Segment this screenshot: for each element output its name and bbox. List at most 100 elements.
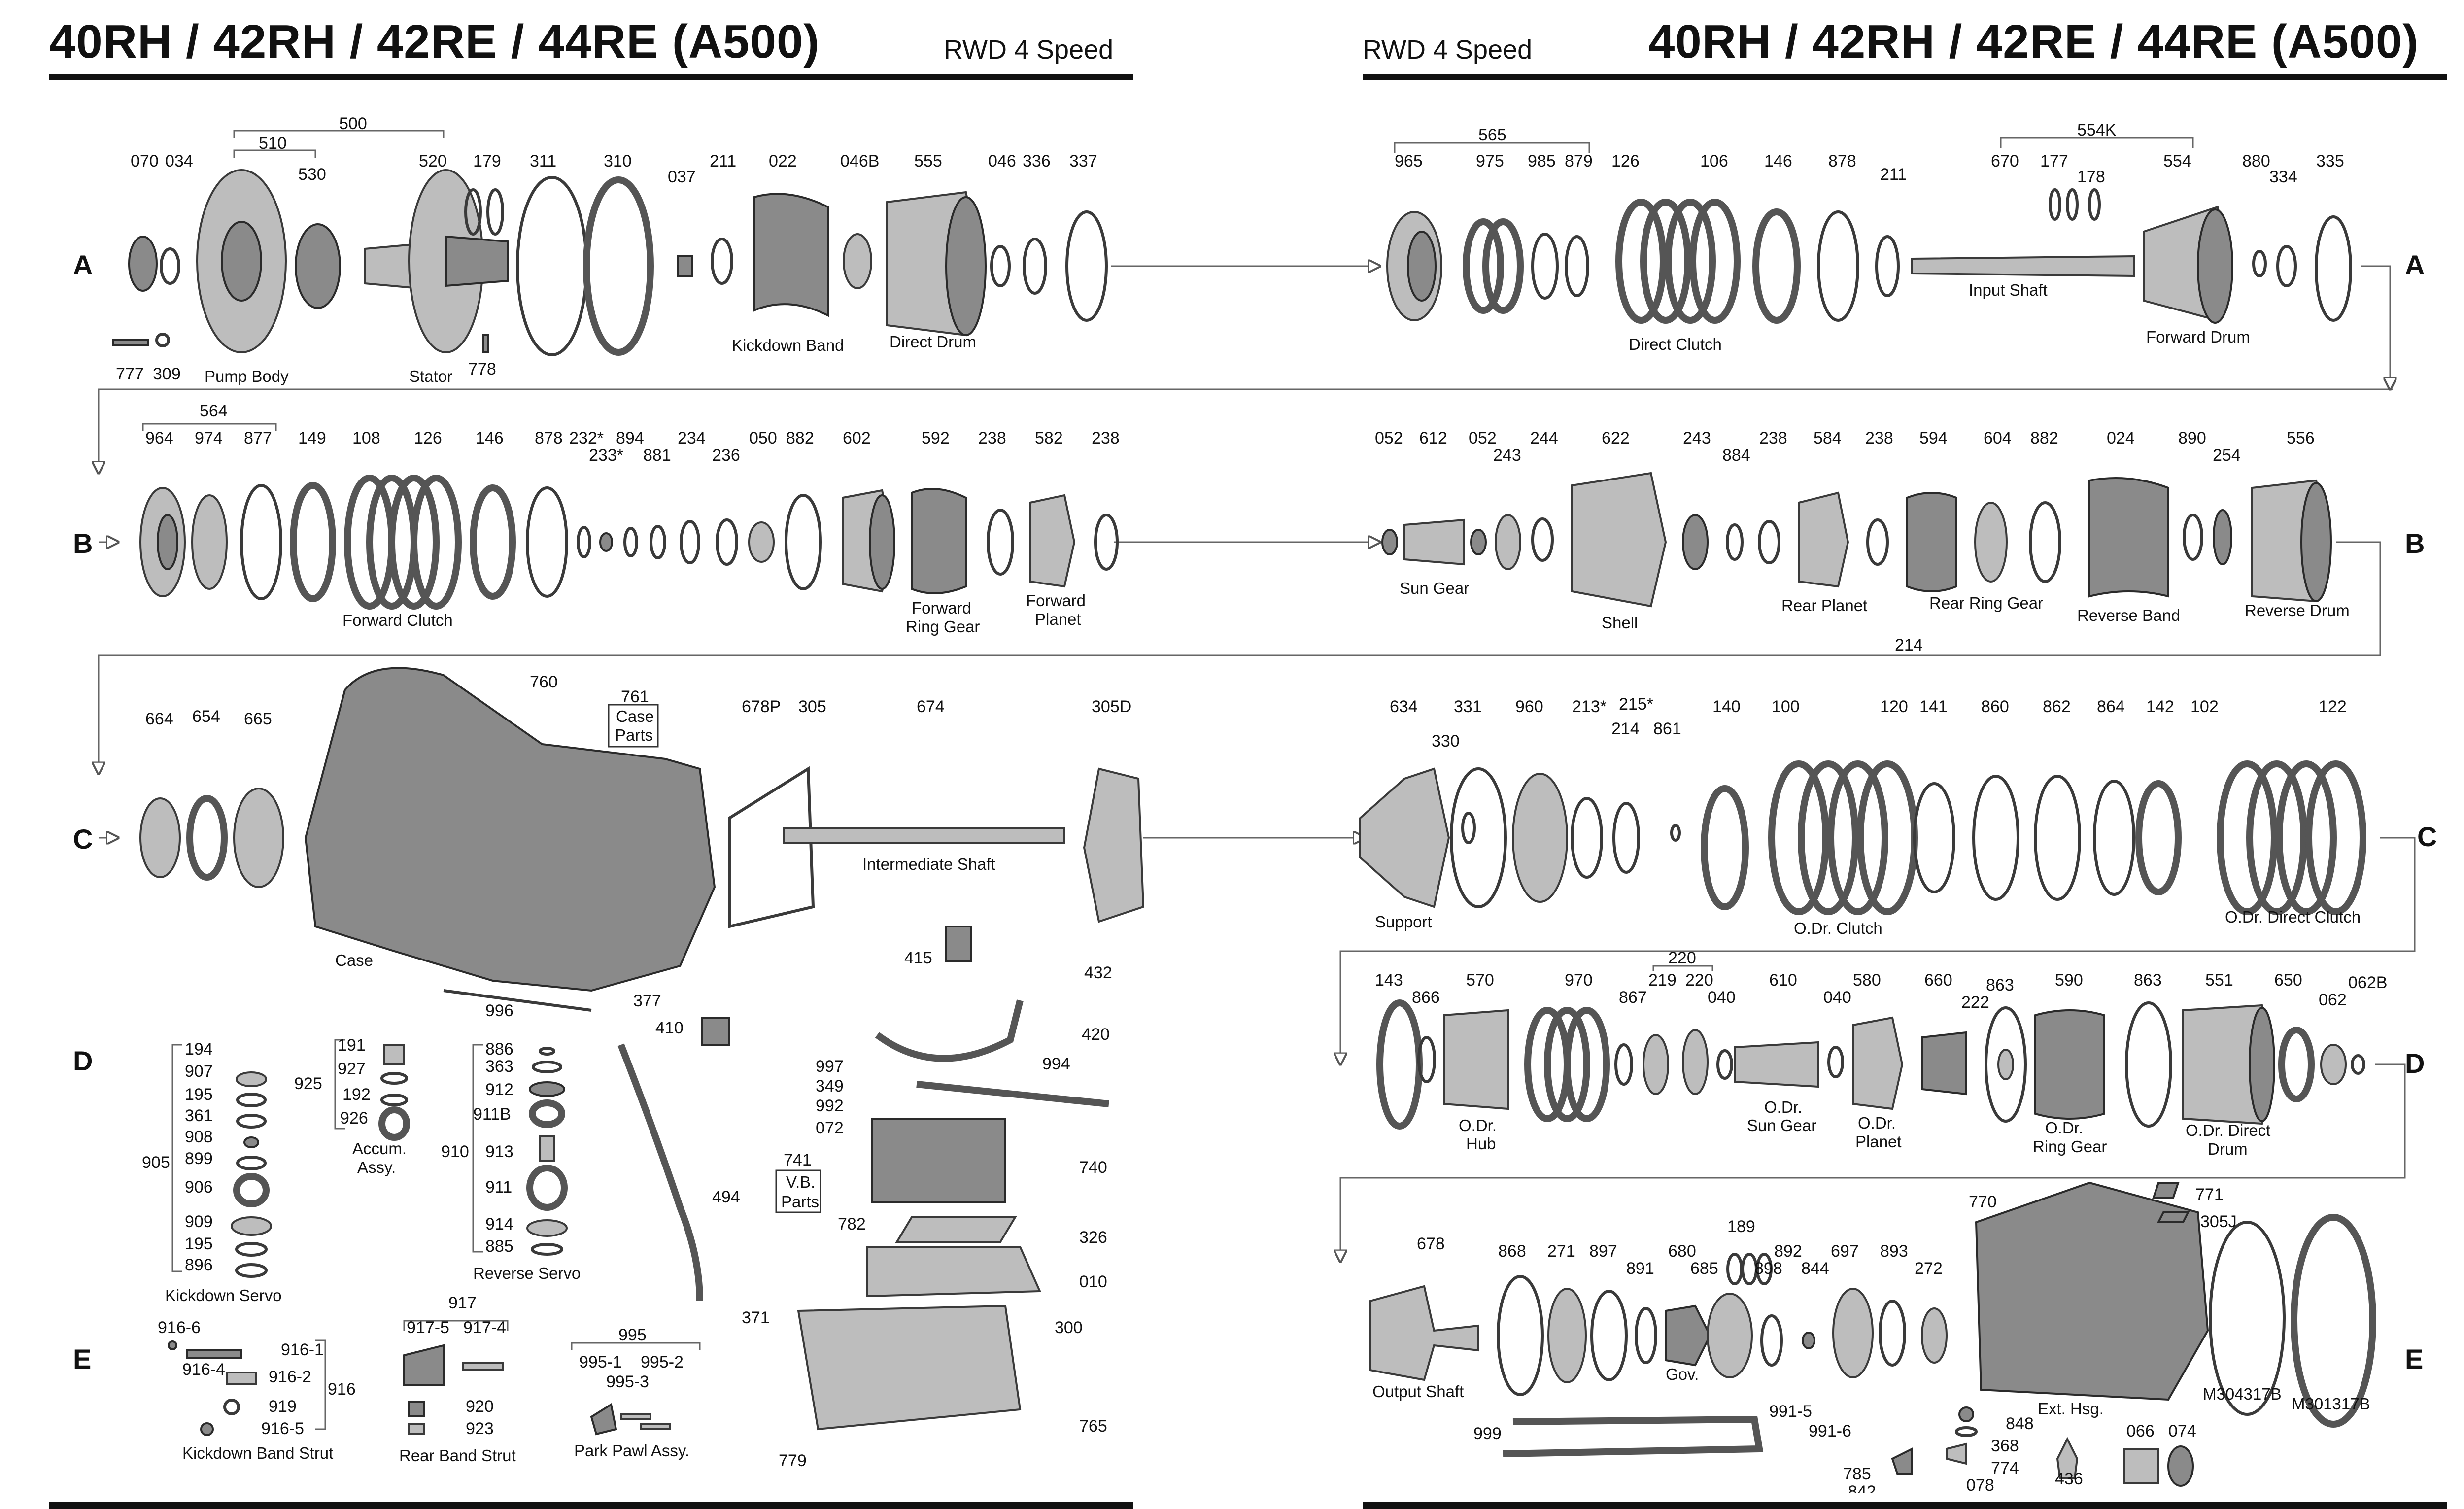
part-label: Hub [1466, 1134, 1496, 1153]
ring-part [1565, 235, 1589, 297]
part-label: Rear Band Strut [399, 1446, 516, 1465]
part-number: 046 [988, 152, 1016, 171]
part-label: O.Dr. Direct Clutch [2225, 908, 2361, 926]
part-number: 432 [1084, 963, 1112, 982]
row-a-right [1386, 188, 2352, 324]
accum-part [380, 1094, 408, 1106]
part-number: 243 [1493, 446, 1521, 465]
part-number: 886 [485, 1040, 513, 1059]
part-number: 238 [1759, 429, 1787, 447]
ring-part [526, 486, 568, 598]
part-number: 309 [153, 365, 181, 383]
row-e-right [1369, 1181, 2376, 1487]
part-number: 779 [779, 1451, 807, 1470]
part-number: 310 [604, 152, 632, 171]
part-number: 349 [816, 1077, 844, 1096]
gear-face [869, 494, 895, 590]
ring-part [1495, 514, 1521, 570]
speed-sensor [701, 1017, 730, 1046]
part-number: 305J [2200, 1212, 2237, 1231]
clutch-disc [411, 475, 462, 610]
ring-part [623, 527, 638, 557]
part-number: 674 [917, 697, 945, 716]
part-number: 024 [2107, 429, 2135, 447]
row-d-left [231, 926, 1109, 1431]
part-number: 126 [1611, 152, 1640, 171]
vb-parts-box [775, 1169, 821, 1213]
spring-part [1564, 1007, 1610, 1122]
washer-part [1470, 529, 1487, 555]
part-number: 760 [530, 673, 558, 691]
spring-part [1544, 1007, 1590, 1122]
part-number: 305D [1092, 697, 1131, 716]
washer-part [1997, 1049, 2014, 1080]
bushing-part [748, 521, 775, 563]
part-label: Forward [1026, 591, 1086, 610]
part-number: 070 [131, 152, 159, 171]
rear-planet [1798, 491, 1849, 588]
servo-part [532, 1061, 562, 1073]
part-number: 194 [185, 1040, 213, 1059]
gasket-part [2291, 1214, 2376, 1428]
stator-hub [445, 235, 509, 287]
throttle-rod [916, 1081, 1109, 1107]
part-label: Sun Gear [1747, 1116, 1816, 1134]
part-number: 909 [185, 1212, 213, 1231]
race-part [233, 788, 284, 888]
part-number: 985 [1528, 152, 1556, 171]
part-label: Forward [912, 599, 971, 617]
part-label: Case [335, 951, 373, 969]
part-number: 880 [2242, 152, 2270, 171]
part-number: 590 [2055, 971, 2083, 990]
divider [1363, 74, 2447, 80]
servo-part [531, 1243, 563, 1256]
part-number: 999 [1473, 1424, 1502, 1443]
clutch-disc [2276, 760, 2337, 915]
case-parts-box [608, 704, 659, 748]
clutch-disc [2246, 760, 2307, 915]
ring-part [1756, 1253, 1773, 1285]
clutch-race [139, 797, 181, 878]
pawl-part [590, 1403, 617, 1436]
part-number: 991-5 [1769, 1402, 1812, 1421]
drum-face [2249, 1007, 2275, 1122]
part-label: Rear Planet [1781, 596, 1867, 615]
accum-part [383, 1044, 405, 1065]
ring-part [240, 484, 282, 600]
part-number: 916-2 [269, 1368, 311, 1386]
part-number: 371 [742, 1308, 770, 1327]
part-number: 140 [1712, 697, 1741, 716]
part-number: 765 [1079, 1417, 1107, 1436]
part-number: 300 [1055, 1318, 1083, 1337]
part-number: 233* [589, 446, 623, 465]
ring-part [1752, 208, 1801, 324]
bearing-part [1921, 1307, 1948, 1364]
direct-drum-face [945, 196, 987, 336]
servo-part [526, 1219, 568, 1237]
part-number: 927 [338, 1060, 366, 1078]
row-label: D [2405, 1048, 2425, 1079]
ring-part [1955, 1426, 1978, 1437]
row-label: A [2405, 249, 2425, 280]
row-label: E [2405, 1343, 2424, 1374]
part-label: Assy. [357, 1158, 396, 1176]
ring-part [464, 188, 482, 236]
part-number: 106 [1700, 152, 1728, 171]
part-number: 917-4 [463, 1318, 506, 1337]
ring-part [1875, 235, 1900, 297]
servo-part [243, 1136, 259, 1148]
clutch-disc [1665, 199, 1716, 324]
spring-part [1463, 218, 1504, 314]
part-number: 214 [1611, 720, 1640, 738]
part-number: 697 [1831, 1242, 1859, 1261]
part-number: 195 [185, 1085, 213, 1104]
part-label: O.Dr. [1858, 1114, 1896, 1132]
bushing-part [843, 233, 872, 289]
part-number: 770 [1969, 1193, 1997, 1211]
part-number: 996 [485, 1001, 513, 1020]
part-number: 660 [1924, 971, 1952, 990]
clutch-disc [2305, 760, 2366, 915]
piston-inner [157, 514, 178, 570]
ring-part [1802, 1332, 1815, 1349]
part-number: 034 [165, 152, 193, 171]
